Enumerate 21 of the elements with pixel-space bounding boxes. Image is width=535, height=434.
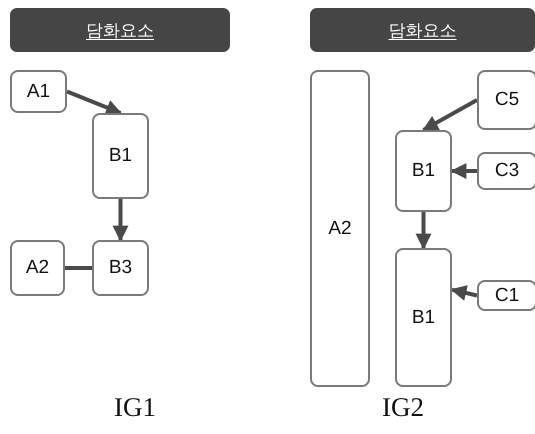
header-bar: 담화요소	[10, 8, 230, 52]
arrow	[422, 98, 478, 132]
process-box: A2	[310, 70, 370, 387]
process-box: C5	[477, 70, 535, 130]
connector-line	[65, 266, 92, 270]
arrow	[450, 163, 477, 179]
process-box: B1	[92, 113, 149, 199]
arrow	[416, 212, 432, 250]
process-box: A2	[10, 240, 65, 296]
header-bar: 담화요소	[310, 8, 535, 52]
process-box: B3	[92, 240, 149, 296]
process-box: B1	[395, 130, 452, 212]
process-box: C1	[477, 280, 535, 311]
diagram-caption: IG1	[114, 392, 156, 423]
arrow	[66, 90, 122, 116]
process-box: B1	[395, 248, 452, 387]
diagram-caption: IG2	[382, 392, 424, 423]
process-box: A1	[10, 70, 67, 113]
process-box: C3	[477, 152, 535, 190]
arrow	[450, 285, 478, 301]
arrow	[112, 199, 128, 242]
